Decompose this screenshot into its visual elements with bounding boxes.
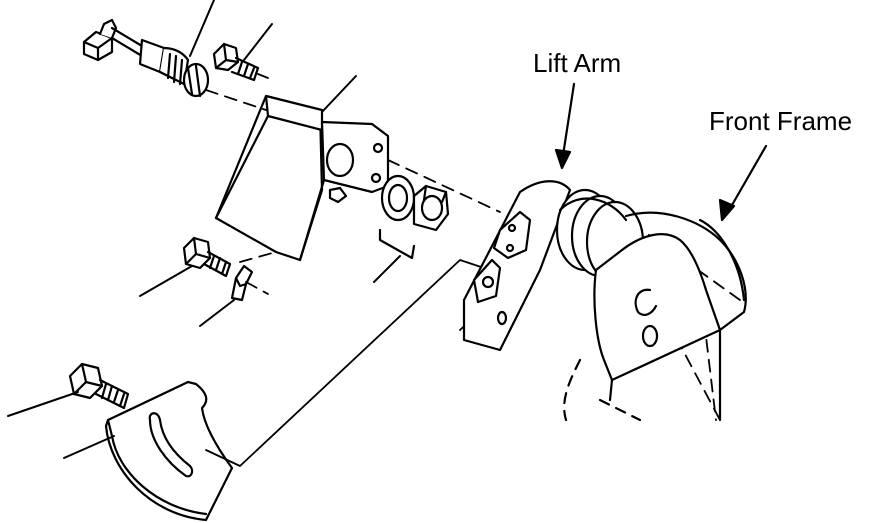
cam-plate — [106, 382, 232, 520]
cable-clip — [232, 266, 252, 300]
bolt-top — [214, 44, 258, 80]
front-frame — [564, 213, 746, 420]
callout-leader-lines — [8, 0, 400, 458]
lift-arm-arrow — [556, 84, 574, 168]
front-frame-arrow — [720, 146, 766, 220]
bolt-bottom — [70, 364, 128, 408]
front-frame-label: Front Frame — [709, 106, 853, 136]
bolt-middle — [184, 238, 230, 276]
sensor-switch-with-cable — [84, 20, 208, 96]
washer — [382, 176, 414, 220]
mounting-bracket — [216, 96, 388, 260]
nut — [414, 186, 448, 230]
lift-arm-label: Lift Arm — [533, 48, 622, 78]
cam-to-arm-connector — [206, 260, 484, 466]
washer-nut-bracket-callout — [380, 230, 414, 258]
